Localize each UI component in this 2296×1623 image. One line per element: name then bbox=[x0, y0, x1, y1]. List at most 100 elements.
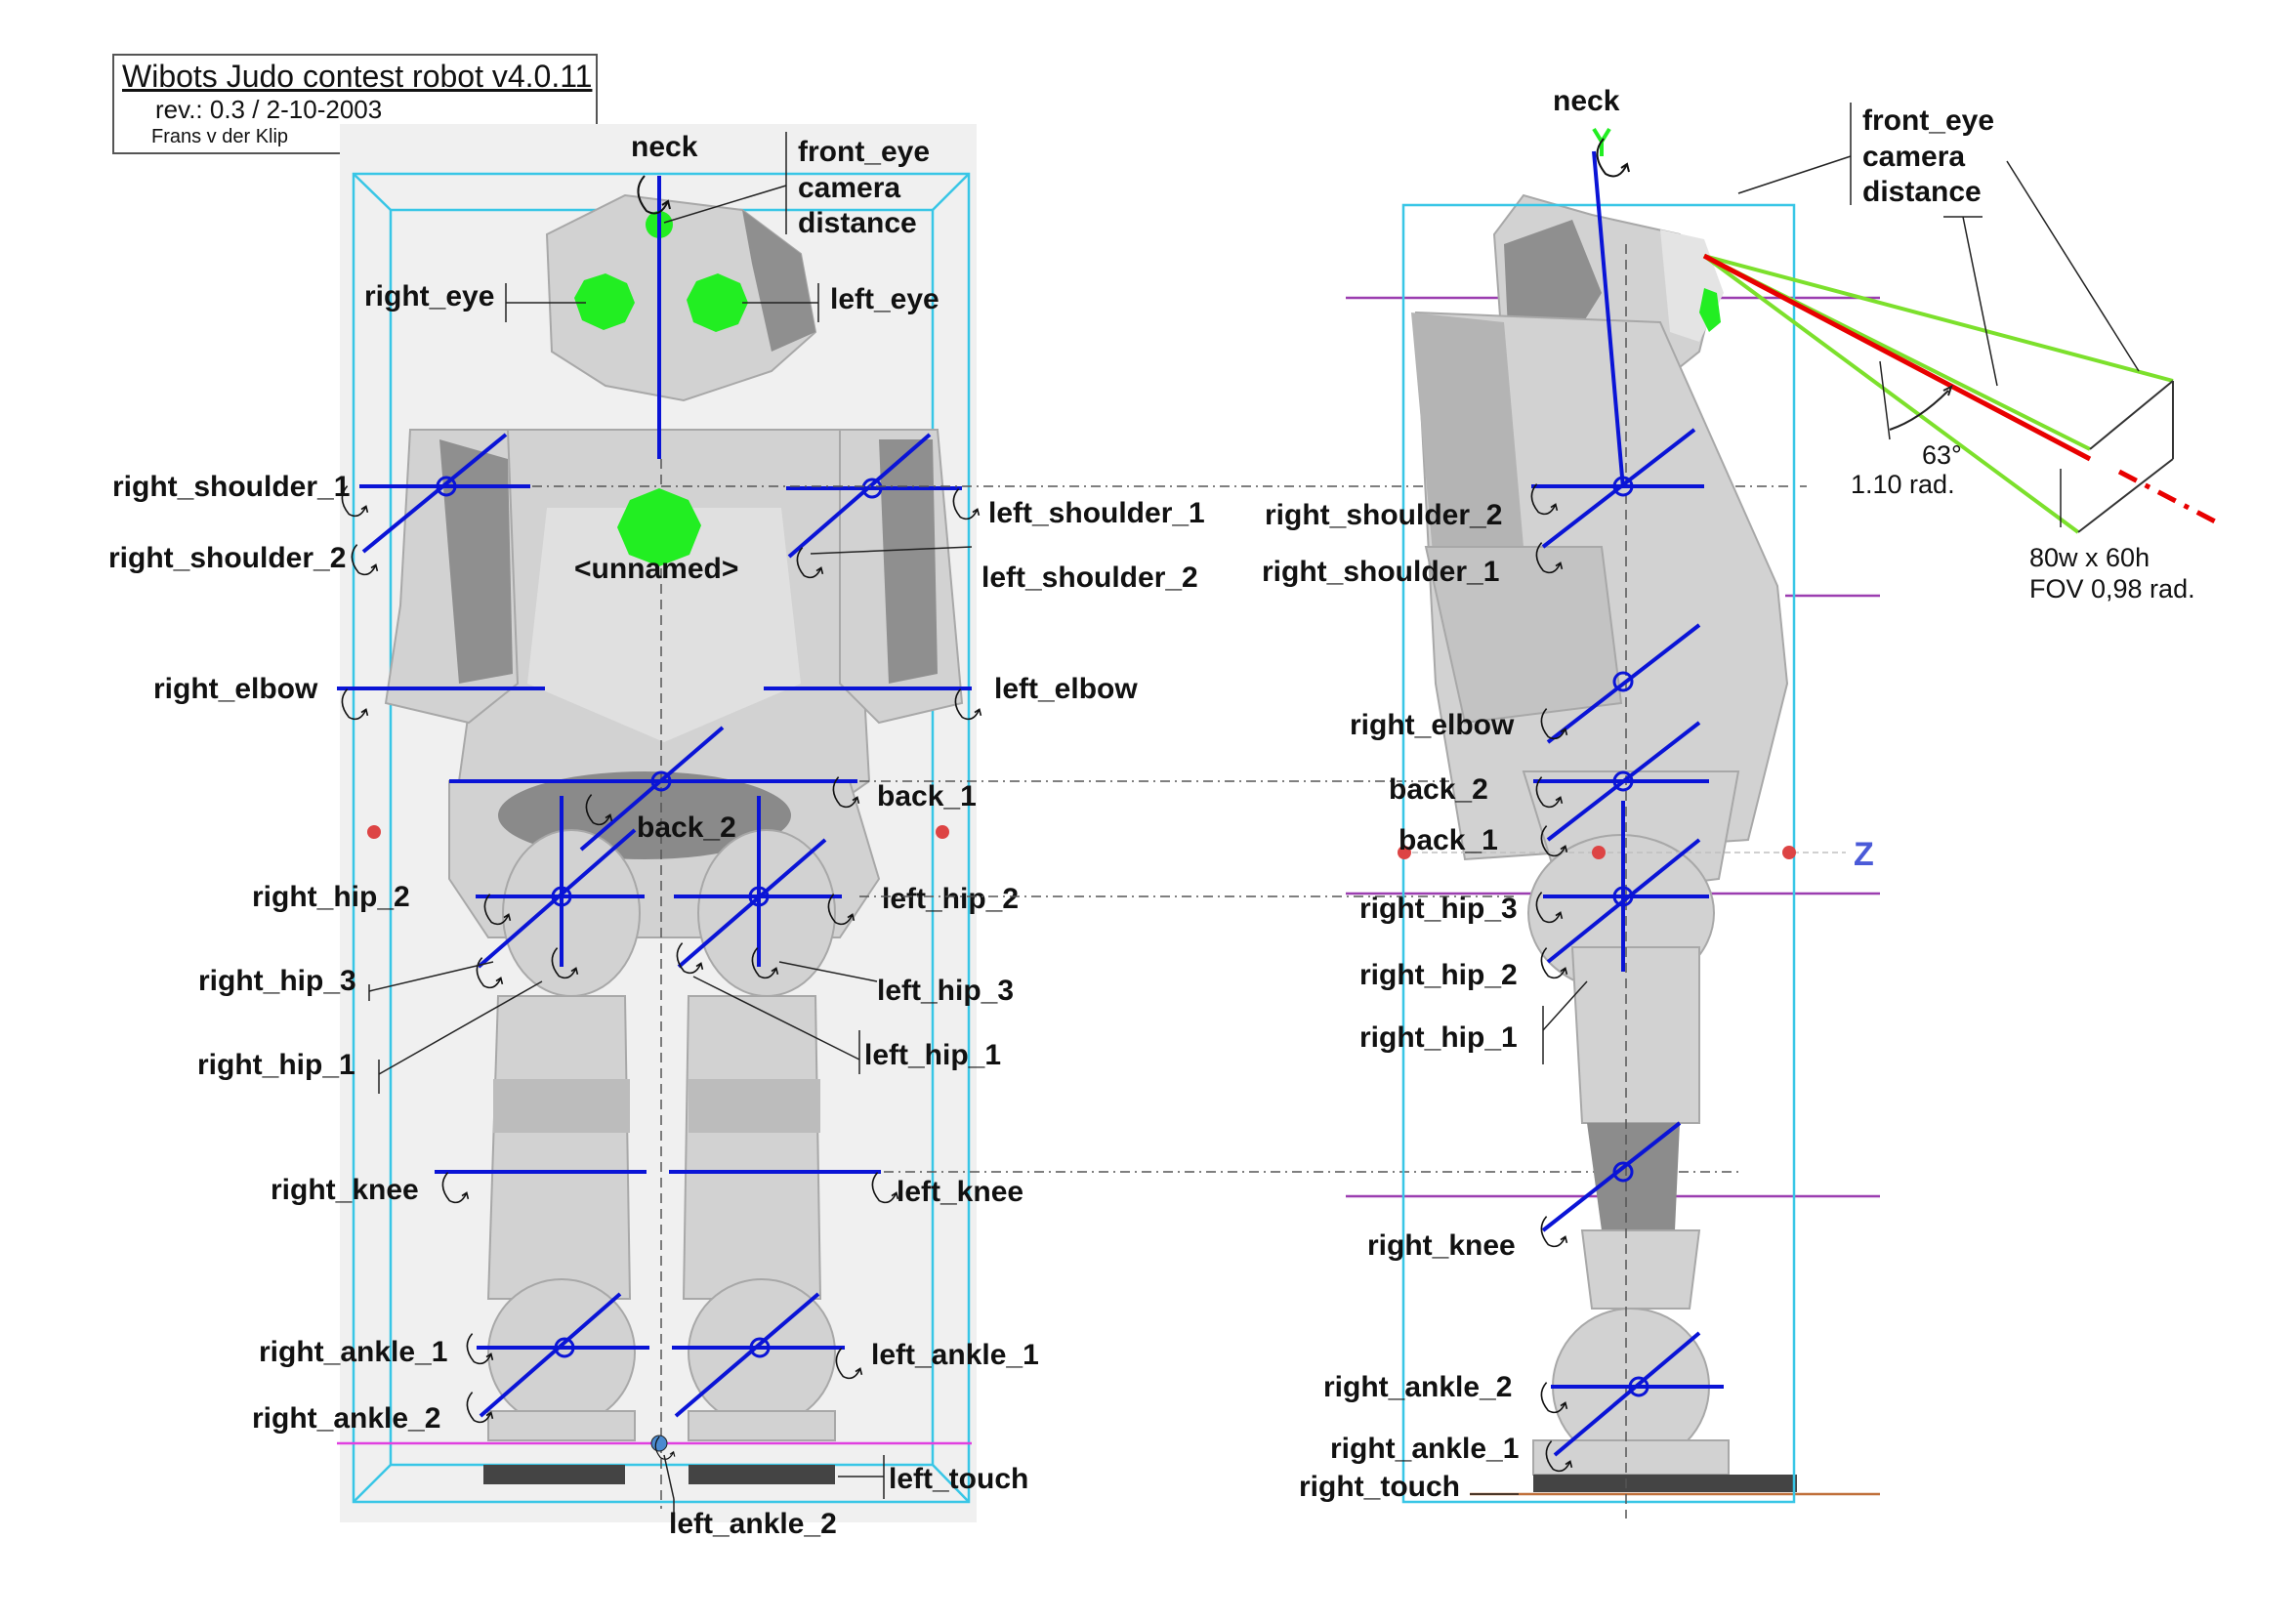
left-shoulder-joint bbox=[861, 478, 883, 499]
camera-ray-extension bbox=[2117, 469, 2219, 525]
side-robot-body bbox=[1411, 193, 1797, 1492]
front-head bbox=[545, 193, 817, 402]
front-label-left-touch: left_touch bbox=[889, 1463, 1028, 1495]
side-ankle-1-axis bbox=[1553, 1331, 1701, 1457]
front-right-arm-shade bbox=[439, 439, 513, 684]
front-left-hip-sphere bbox=[697, 829, 836, 997]
side-shoulder-joint bbox=[1612, 476, 1634, 497]
side-shoulder-axis-2 bbox=[1541, 428, 1696, 549]
front-label-right-hip-1: right_hip_1 bbox=[197, 1049, 355, 1081]
side-label-right-ankle-1: right_ankle_1 bbox=[1330, 1433, 1519, 1465]
front-label-left-shoulder-2: left_shoulder_2 bbox=[981, 562, 1198, 594]
front-left-arm-shade bbox=[879, 439, 938, 684]
camera-ray bbox=[1702, 253, 2092, 462]
front-label-right-shoulder-2: right_shoulder_2 bbox=[108, 542, 346, 574]
front-label-right-hip-3: right_hip_3 bbox=[198, 965, 356, 997]
side-sensors bbox=[1592, 127, 1721, 332]
side-knee-cap bbox=[1587, 1123, 1680, 1230]
side-joint-axes bbox=[1531, 150, 1724, 1457]
camera-angle-deg: 63° bbox=[1922, 440, 1962, 470]
front-sensors bbox=[574, 211, 748, 566]
camera-angle-rad: 1.10 rad. bbox=[1851, 470, 1955, 499]
front-label-left-hip-1: left_hip_1 bbox=[864, 1039, 1001, 1071]
front-label-right-ankle-1: right_ankle_1 bbox=[259, 1336, 447, 1368]
side-label-right-shoulder-1: right_shoulder_1 bbox=[1262, 556, 1499, 588]
front-label-right-hip-2: right_hip_2 bbox=[252, 881, 410, 913]
camera-resolution: 80w x 60h bbox=[2029, 543, 2150, 572]
front-head-shade bbox=[742, 210, 815, 352]
side-label-back-1: back_1 bbox=[1398, 824, 1498, 856]
front-right-foot bbox=[487, 1410, 636, 1441]
front-robot-body bbox=[384, 193, 964, 1484]
right-eye-sensor bbox=[574, 273, 635, 330]
front-label-left-eye: left_eye bbox=[830, 283, 939, 315]
front-right-touch-pad bbox=[483, 1465, 625, 1484]
side-elbow-axis bbox=[1546, 623, 1701, 744]
front-label-right-elbow: right_elbow bbox=[153, 673, 318, 705]
diagram-title: Wibots Judo contest robot v4.0.11 bbox=[122, 59, 593, 94]
side-label-camera: camera bbox=[1862, 141, 1965, 173]
side-hip-joint bbox=[1612, 886, 1634, 907]
front-right-leg bbox=[486, 995, 632, 1300]
side-ankle-joint bbox=[1628, 1376, 1649, 1397]
side-elbow-joint bbox=[1612, 671, 1634, 692]
right-hip-3-axis bbox=[477, 828, 637, 969]
front-label-left-knee: left_knee bbox=[897, 1176, 1023, 1208]
front-labels: neck front_eye camera distance right_eye… bbox=[108, 131, 1205, 1540]
side-label-right-shoulder-2: right_shoulder_2 bbox=[1265, 499, 1502, 531]
back-2-axis bbox=[579, 726, 725, 852]
right-shoulder-axis-2 bbox=[361, 433, 508, 554]
left-hip-joint bbox=[748, 886, 770, 907]
back-joint bbox=[650, 770, 672, 792]
front-chest-plate bbox=[527, 508, 801, 742]
front-label-left-hip-2: left_hip_2 bbox=[882, 883, 1019, 915]
side-view: Z bbox=[1262, 85, 2219, 1519]
front-label-back-2: back_2 bbox=[637, 812, 736, 844]
side-labels: neck front_eye camera distance 63° 1.10 … bbox=[1262, 85, 2195, 1503]
camera-fov bbox=[1702, 253, 2219, 534]
front-label-back-1: back_1 bbox=[877, 780, 977, 812]
side-leader-lines bbox=[1470, 103, 2140, 1495]
revision-text: rev.: 0.3 / 2-10-2003 bbox=[155, 95, 383, 124]
side-foot bbox=[1532, 1439, 1730, 1476]
front-left-leg bbox=[682, 995, 822, 1300]
left-ankle-2-axis bbox=[674, 1292, 820, 1418]
front-left-foot bbox=[688, 1410, 836, 1441]
front-label-right-eye: right_eye bbox=[364, 280, 494, 312]
side-back-panel bbox=[1411, 312, 1524, 586]
side-label-right-knee: right_knee bbox=[1367, 1229, 1516, 1262]
side-thigh bbox=[1570, 946, 1700, 1124]
left-ankle-joint bbox=[749, 1337, 771, 1358]
front-label-left-ankle-2: left_ankle_2 bbox=[669, 1508, 837, 1540]
side-eye-sensor bbox=[1699, 288, 1721, 332]
front-joint-axes bbox=[337, 176, 972, 1418]
right-hip-joint bbox=[551, 886, 572, 907]
side-label-right-hip-2: right_hip_2 bbox=[1359, 959, 1518, 991]
side-label-front-eye: front_eye bbox=[1862, 104, 1994, 137]
fov-line-lower bbox=[1702, 254, 2080, 534]
fov-angle-arc bbox=[1889, 390, 1949, 431]
front-label-unnamed: <unnamed> bbox=[574, 553, 738, 585]
side-label-right-touch: right_touch bbox=[1299, 1471, 1460, 1503]
side-shin bbox=[1580, 1229, 1701, 1310]
front-label-left-ankle-1: left_ankle_1 bbox=[871, 1339, 1039, 1371]
front-label-camera: camera bbox=[798, 172, 900, 204]
side-knee-joint bbox=[1612, 1161, 1634, 1183]
side-label-distance: distance bbox=[1862, 176, 1982, 208]
unnamed-sensor bbox=[617, 488, 701, 566]
side-label-right-ankle-2: right_ankle_2 bbox=[1323, 1371, 1512, 1403]
side-back-1-axis bbox=[1546, 721, 1701, 842]
fov-line-upper bbox=[1703, 254, 2174, 383]
front-label-front-eye: front_eye bbox=[798, 136, 930, 168]
side-label-right-elbow: right_elbow bbox=[1350, 709, 1515, 741]
right-shoulder-joint bbox=[436, 476, 457, 497]
front-label-right-ankle-2: right_ankle_2 bbox=[252, 1402, 440, 1435]
front-label-distance: distance bbox=[798, 207, 917, 239]
side-label-right-hip-1: right_hip_1 bbox=[1359, 1021, 1518, 1054]
front-left-touch-pad bbox=[689, 1465, 835, 1484]
camera-fov: FOV 0,98 rad. bbox=[2029, 574, 2195, 603]
side-knee-axis bbox=[1541, 1121, 1682, 1232]
fov-frustum bbox=[2077, 380, 2174, 533]
front-leader-lines bbox=[368, 132, 973, 1519]
